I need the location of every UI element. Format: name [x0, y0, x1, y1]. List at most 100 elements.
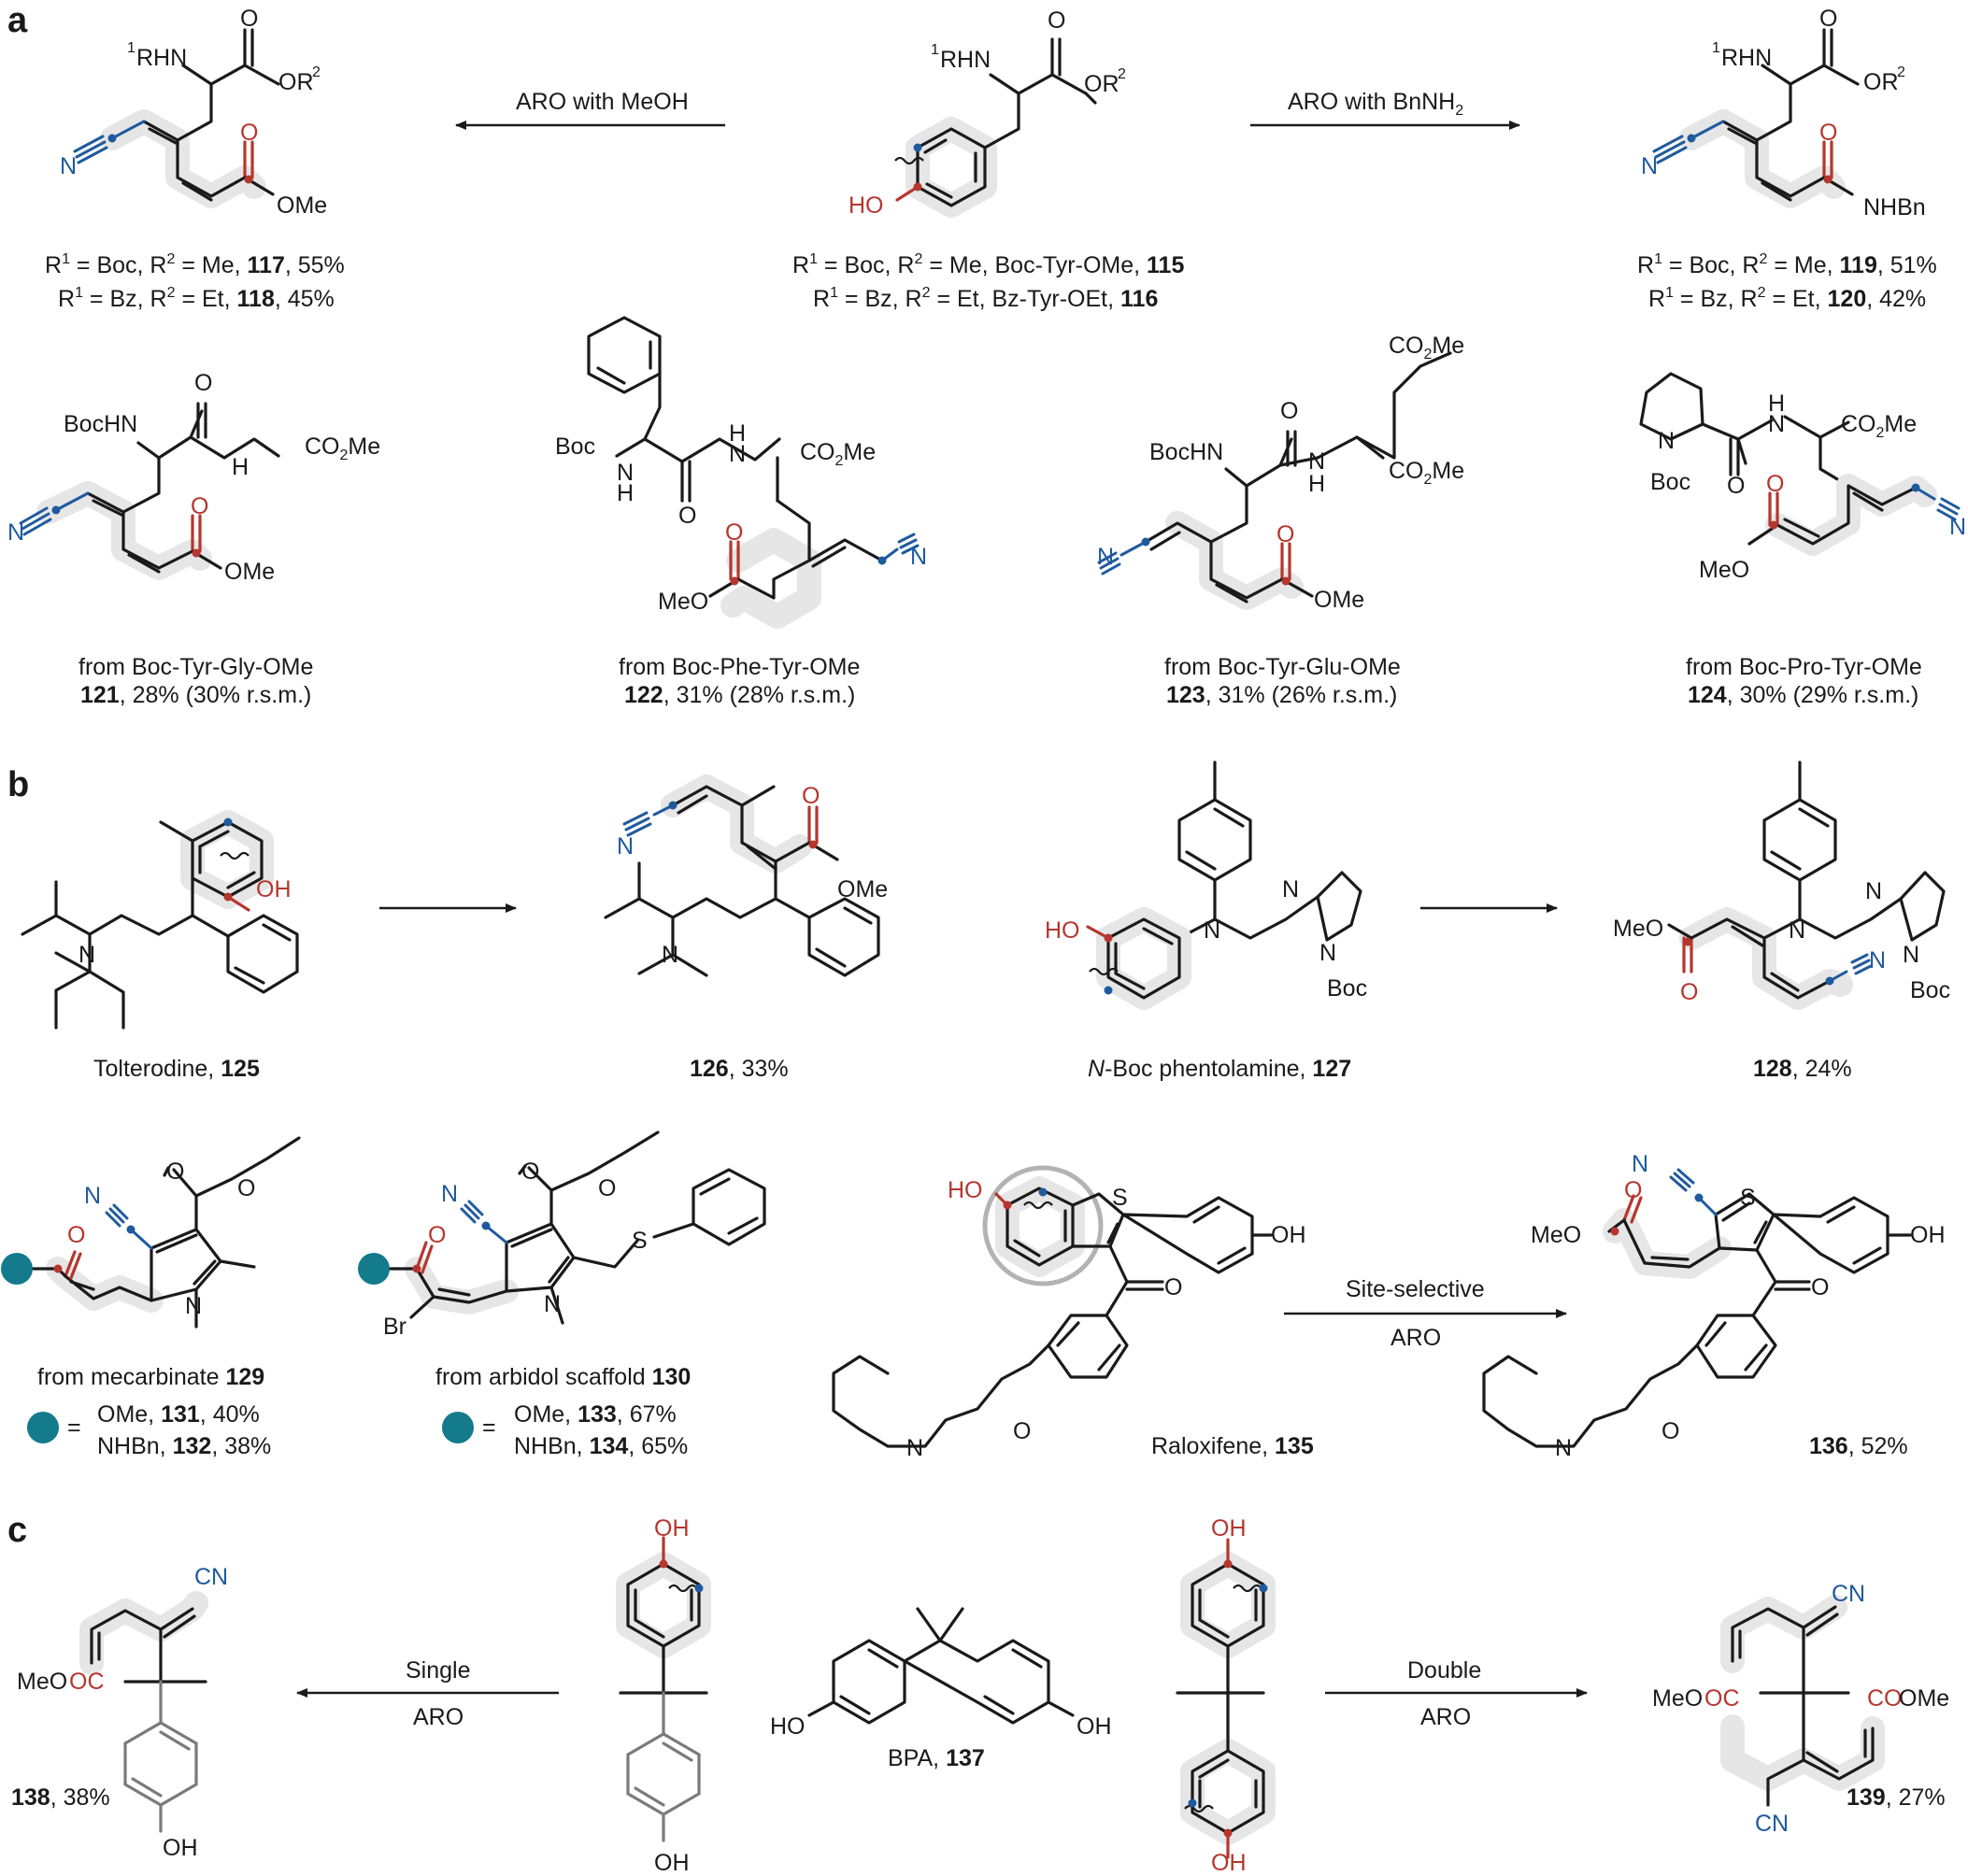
atom-s: S	[1740, 1185, 1756, 1211]
molecule-128: MeO O N N N Boc N	[1613, 760, 1950, 1010]
atom-o: O	[1727, 473, 1745, 499]
molecule-126: O OMe N N	[604, 775, 888, 977]
caption-132: NHBn, 132, 38%	[97, 1433, 271, 1459]
caption-119: R1 = Boc, R2 = Me, 119, 51%	[1637, 251, 1937, 278]
atom-ho: HO	[948, 1177, 983, 1203]
atom-o-red: O	[1680, 979, 1698, 1005]
atom-n: N	[1903, 942, 1919, 968]
label-aro-bnnh2: ARO with BnNH2	[1288, 89, 1463, 119]
atom-h: H	[729, 420, 746, 447]
atom-meo: MeO	[1699, 557, 1749, 583]
atom-n: N	[1789, 917, 1805, 944]
label-single-aro: ARO	[413, 1704, 463, 1730]
atom-o: O	[1811, 1274, 1829, 1300]
atom-meo: MeO	[658, 589, 708, 615]
atom-o: O	[1661, 1418, 1679, 1444]
caption-123-line1: from Boc-Tyr-Glu-OMe	[1164, 654, 1401, 680]
atom-oh: OH	[1077, 1713, 1112, 1740]
molecule-138: CN MeO OC OH	[17, 1564, 228, 1861]
atom-n: N	[1869, 947, 1886, 974]
atom-meo: MeO	[17, 1669, 67, 1695]
caption-123-line2: 123, 31% (26% r.s.m.)	[1166, 682, 1397, 708]
atom-ome: OMe	[277, 192, 327, 219]
caption-125: Tolterodine, 125	[93, 1056, 260, 1082]
caption-118: R1 = Bz, R2 = Et, 118, 45%	[58, 285, 335, 312]
caption-122-line1: from Boc-Phe-Tyr-OMe	[619, 654, 860, 680]
atom-n: N	[1204, 917, 1220, 944]
teal-substituent-marker	[442, 1412, 474, 1443]
atom-ho: HO	[770, 1713, 806, 1740]
atom-r2-sup: 2	[312, 64, 321, 80]
caption-116: R1 = Bz, R2 = Et, Bz-Tyr-OEt, 116	[813, 285, 1158, 312]
panel-label-c: c	[7, 1511, 27, 1550]
atom-n: N	[544, 1291, 561, 1317]
caption-131: OMe, 131, 40%	[97, 1401, 260, 1428]
atom-o-red: O	[1624, 1177, 1642, 1203]
atom-br: Br	[383, 1314, 406, 1340]
atom-n: N	[60, 153, 77, 179]
caption-122-line2: 122, 31% (28% r.s.m.)	[624, 682, 855, 708]
atom-n: N	[1308, 448, 1325, 475]
caption-135: Raloxifene, 135	[1151, 1433, 1314, 1459]
atom-bochn: BocHN	[1149, 439, 1223, 465]
atom-o: O	[166, 1158, 184, 1185]
atom-meo: MeO	[1531, 1222, 1581, 1248]
label-site-selective-aro: ARO	[1390, 1325, 1441, 1351]
atom-meo: MeO	[1652, 1685, 1703, 1712]
atom-o-red: O	[1276, 521, 1294, 547]
atom-n: N	[441, 1181, 458, 1207]
atom-oc: OC	[69, 1669, 105, 1695]
atom-ome: OMe	[1314, 587, 1364, 613]
atom-r1-sup: 1	[127, 40, 135, 56]
atom-cn: CN	[194, 1564, 228, 1590]
atom-oh: OH	[1271, 1222, 1306, 1248]
atom-n: N	[906, 1435, 923, 1461]
atom-ome: OMe	[224, 559, 275, 585]
caption-134: NHBn, 134, 65%	[514, 1433, 688, 1459]
atom-co2me: CO2Me	[1841, 411, 1917, 441]
caption-133: OMe, 133, 67%	[514, 1401, 677, 1428]
atom-r1hn: RHN	[1721, 45, 1772, 71]
caption-121-line1: from Boc-Tyr-Gly-OMe	[78, 654, 313, 680]
atom-n: N	[1641, 153, 1658, 179]
atom-o-red: O	[1819, 120, 1837, 146]
caption-129: from mecarbinate 129	[37, 1364, 264, 1390]
molecule-131-132: O N O O N	[1, 1136, 301, 1329]
atom-boc: Boc	[1650, 469, 1690, 495]
caption-137: BPA, 137	[888, 1745, 985, 1771]
atom-o: O	[1164, 1274, 1182, 1300]
atom-n: N	[1768, 411, 1785, 437]
atom-n: N	[1282, 876, 1299, 902]
molecule-125: OH N	[21, 810, 299, 1030]
atom-come: OMe	[1899, 1685, 1949, 1712]
atom-s: S	[1112, 1185, 1128, 1211]
atom-o: O	[521, 1158, 539, 1185]
caption-138: 138, 38%	[11, 1784, 110, 1811]
atom-o: O	[598, 1175, 616, 1201]
atom-ome: OMe	[837, 876, 888, 902]
atom-h: H	[617, 480, 634, 506]
atom-co2me: CO2Me	[305, 433, 380, 463]
caption-124-line1: from Boc-Pro-Tyr-OMe	[1686, 654, 1922, 680]
atom-n: N	[84, 1183, 101, 1209]
atom-co2me: CO2Me	[800, 439, 876, 469]
atom-o: O	[237, 1175, 255, 1201]
intermediate-double: OH OH	[1176, 1515, 1276, 1876]
label-site-selective: Site-selective	[1346, 1276, 1485, 1302]
molecule-119-120: 1 RHN O OR 2 O NHBn N	[1641, 6, 1926, 220]
molecule-139: CN MeO OC CO OMe CN	[1652, 1581, 1949, 1837]
molecule-122: Boc N H O H N CO2Me O MeO N	[555, 316, 927, 629]
atom-r1hn: RHN	[940, 47, 991, 73]
atom-oh: OH	[163, 1835, 198, 1861]
atom-ho: HO	[849, 192, 884, 219]
panel-label-b: b	[7, 765, 29, 804]
caption-126: 126, 33%	[690, 1056, 789, 1082]
caption-117: R1 = Boc, R2 = Me, 117, 55%	[45, 251, 345, 278]
equals-sign: =	[482, 1414, 496, 1441]
equals-sign: =	[67, 1414, 81, 1441]
atom-o: O	[194, 370, 212, 396]
label-aro-meoh: ARO with MeOH	[516, 89, 689, 115]
atom-n: N	[1865, 878, 1882, 904]
atom-bochn: BocHN	[64, 411, 137, 437]
atom-r1-sup: 1	[1712, 40, 1720, 56]
